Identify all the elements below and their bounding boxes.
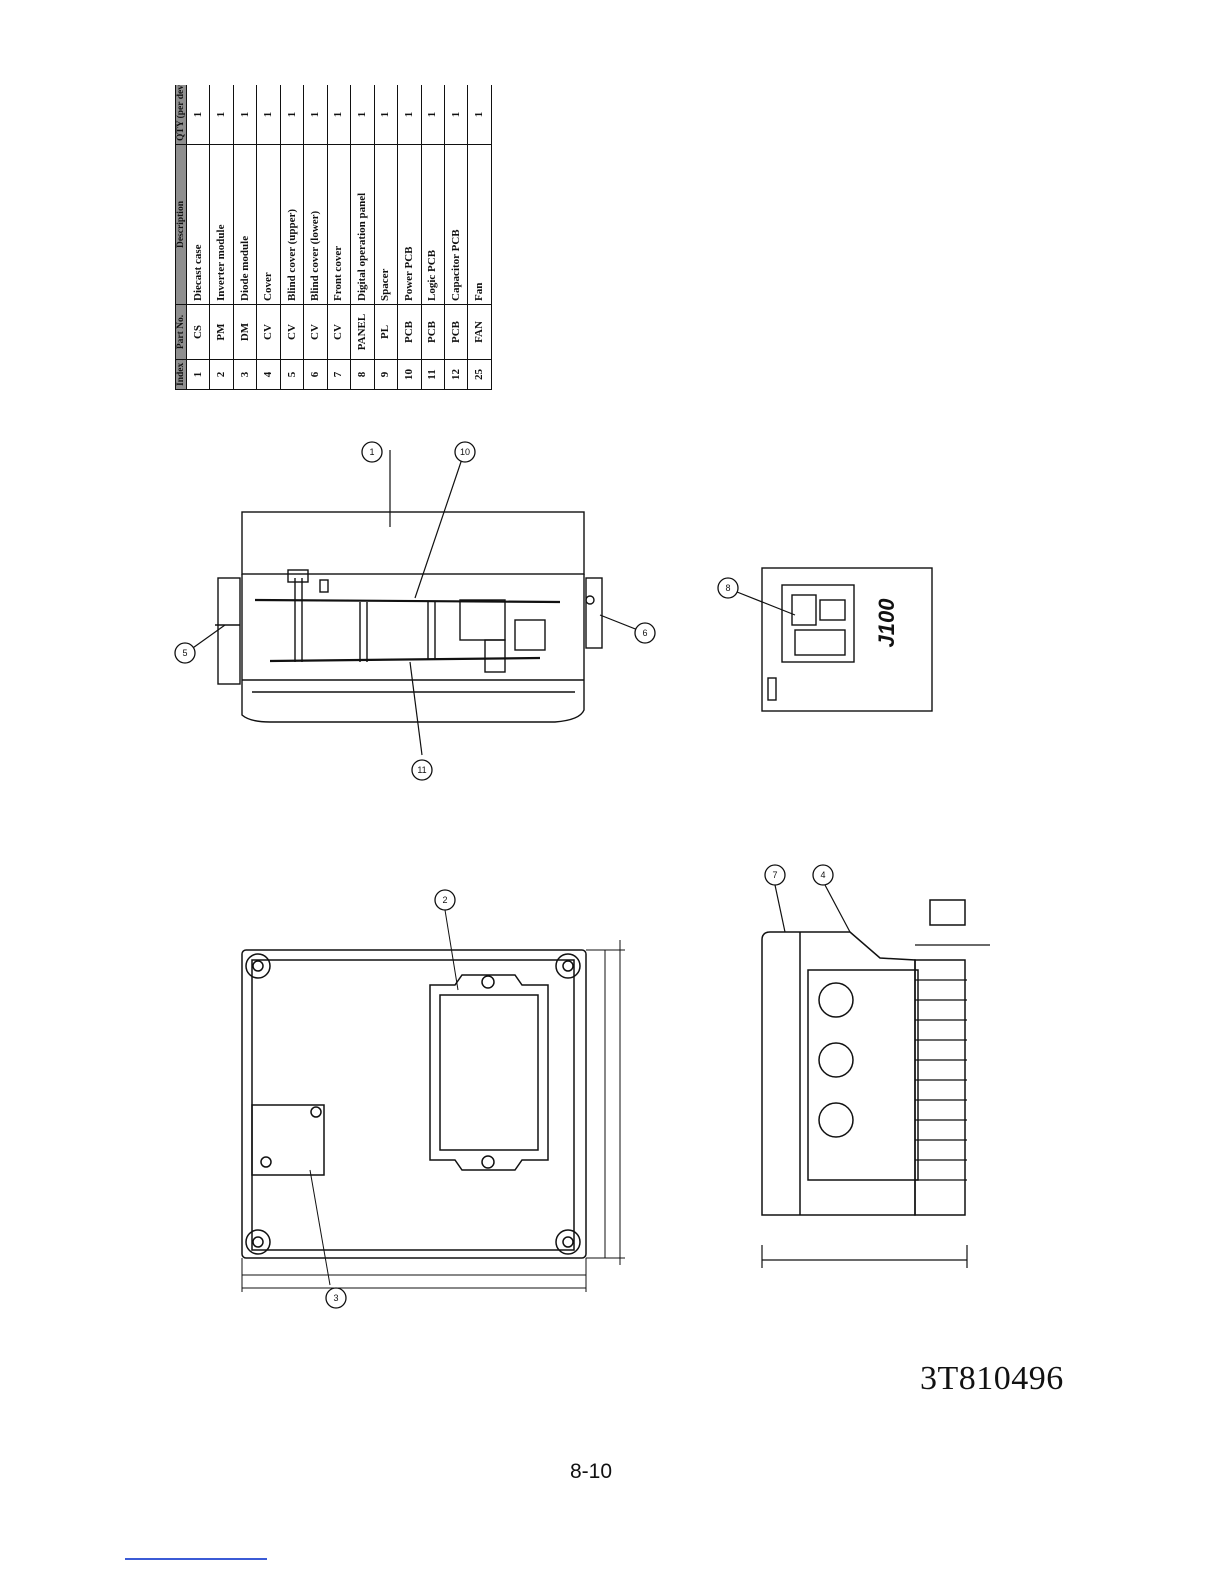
end-view-drawing: 7 4 xyxy=(761,864,990,1268)
top-view-drawing: 2 3 xyxy=(241,889,625,1309)
callout-label: 7 xyxy=(772,870,777,880)
cell-part: PM xyxy=(209,304,234,360)
cell-index: 3 xyxy=(233,359,257,390)
page-number: 8-10 xyxy=(570,1460,613,1483)
cell-part: PCB xyxy=(397,304,422,360)
cell-part: PL xyxy=(374,304,398,360)
cell-part: CV xyxy=(303,304,328,360)
cell-index: 5 xyxy=(280,359,304,390)
cell-qty: 1 xyxy=(374,85,398,145)
cell-index: 8 xyxy=(350,359,375,390)
cell-description: Inverter module xyxy=(209,144,234,305)
cell-index: 9 xyxy=(374,359,398,390)
parts-table: Index No. Part No. Description QTY (per … xyxy=(175,85,492,390)
cell-part: PCB xyxy=(421,304,445,360)
cell-qty: 1 xyxy=(397,85,422,145)
cell-part: CV xyxy=(256,304,281,360)
cell-description: Blind cover (lower) xyxy=(303,144,328,305)
cell-index: 7 xyxy=(327,359,351,390)
cell-qty: 1 xyxy=(350,85,375,145)
cell-qty: 1 xyxy=(327,85,351,145)
cell-description: Front cover xyxy=(327,144,351,305)
cell-part: CV xyxy=(280,304,304,360)
callout-label: 8 xyxy=(725,583,730,593)
col-index: Index No. xyxy=(175,359,187,390)
cell-part: CS xyxy=(186,304,210,360)
cell-part: PCB xyxy=(444,304,468,360)
cell-qty: 1 xyxy=(256,85,281,145)
col-description: Description xyxy=(175,144,187,305)
cell-description: Cover xyxy=(256,144,281,305)
cell-description: Fan xyxy=(467,144,492,305)
cell-index: 2 xyxy=(209,359,234,390)
cell-description: Digital operation panel xyxy=(350,144,375,305)
parts-table-grid: Index No. Part No. Description QTY (per … xyxy=(175,85,492,390)
cell-qty: 1 xyxy=(421,85,445,145)
cell-qty: 1 xyxy=(186,85,210,145)
document-number: 3T810496 xyxy=(920,1360,1064,1397)
cell-description: Capacitor PCB xyxy=(444,144,468,305)
cell-index: 6 xyxy=(303,359,328,390)
cell-qty: 1 xyxy=(280,85,304,145)
footer-rule xyxy=(125,1558,267,1560)
cell-qty: 1 xyxy=(444,85,468,145)
cell-qty: 1 xyxy=(209,85,234,145)
callout-label: 6 xyxy=(642,628,647,638)
cell-index: 4 xyxy=(256,359,281,390)
cell-description: Spacer xyxy=(374,144,398,305)
callout-label: 5 xyxy=(182,648,187,658)
callout-label: 1 xyxy=(369,447,374,457)
cell-description: Diecast case xyxy=(186,144,210,305)
cell-part: FAN xyxy=(467,304,492,360)
cell-qty: 1 xyxy=(303,85,328,145)
cell-index: 1 xyxy=(186,359,210,390)
callout-label: 3 xyxy=(333,1293,338,1303)
cell-index: 25 xyxy=(467,359,492,390)
panel-brand-label: J100 xyxy=(874,598,899,648)
col-part: Part No. xyxy=(175,304,187,360)
cell-description: Logic PCB xyxy=(421,144,445,305)
cell-description: Power PCB xyxy=(397,144,422,305)
cell-qty: 1 xyxy=(467,85,492,145)
callout-label: 11 xyxy=(417,765,426,775)
cell-index: 10 xyxy=(397,359,422,390)
cell-qty: 1 xyxy=(233,85,257,145)
cell-index: 11 xyxy=(421,359,445,390)
cell-description: Blind cover (upper) xyxy=(280,144,304,305)
callout-label: 2 xyxy=(442,895,447,905)
cell-part: CV xyxy=(327,304,351,360)
col-qty: QTY (per device) xyxy=(175,85,187,145)
callout-label: 10 xyxy=(460,447,470,457)
cell-part: DM xyxy=(233,304,257,360)
side-view-drawing: 1 10 5 6 11 xyxy=(174,441,656,781)
cell-index: 12 xyxy=(444,359,468,390)
callout-label: 4 xyxy=(820,870,825,880)
cell-part: PANEL xyxy=(350,304,375,360)
cell-description: Diode module xyxy=(233,144,257,305)
operation-panel-drawing: 8 J100 xyxy=(717,567,933,712)
parts-table-header: Index No. Part No. Description QTY (per … xyxy=(175,85,187,390)
